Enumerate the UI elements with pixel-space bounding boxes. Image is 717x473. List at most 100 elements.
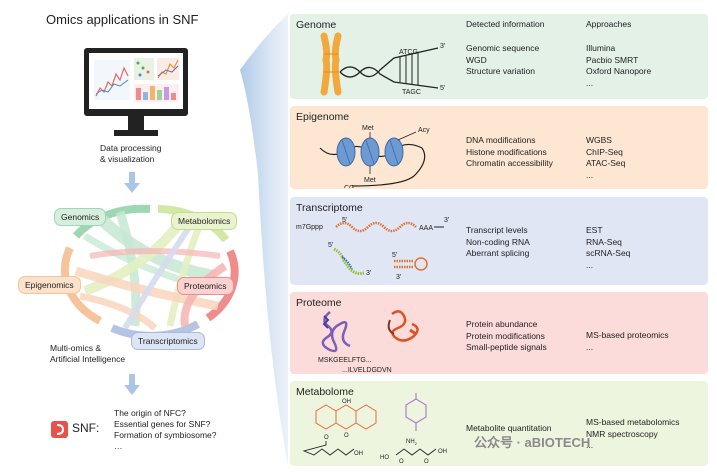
monitor-stand (128, 116, 144, 130)
met-bottom-label: Met (364, 177, 376, 184)
o-2-label: O (324, 435, 329, 441)
multi-omics-caption: Multi-omics & Artificial Intelligence (50, 343, 125, 365)
list-item: Aberrant splicing (466, 248, 530, 258)
list-item: Chromatin accessibility (466, 158, 553, 168)
dna-illustration: ATCG TAGC 3' 5' (320, 32, 445, 96)
five-prime-b-label: 5' (328, 242, 333, 249)
rna-illustration: m7Gppp 5' AAA 3' 5' 3' 5' 3' (296, 217, 449, 281)
nh2-label: NH2 (406, 439, 418, 446)
three-prime-b-label: 3' (366, 270, 371, 277)
question-list: The origin of NFC? Essential genes for S… (114, 408, 217, 452)
five-prime-c-label: 5' (392, 252, 397, 259)
watermark: 公众号 · aBIOTECH (474, 435, 591, 450)
list-item: Histone modifications (466, 146, 547, 157)
tag-metabolomics: Metabolomics (171, 212, 238, 230)
top-strand-label: ATCG (399, 49, 418, 56)
list-item: Structure variation (466, 66, 535, 76)
panel-epigenome: Epigenome Met Met Acy CG DNA modificatio… (290, 106, 708, 189)
list-item: EST (586, 225, 603, 235)
three-prime-a-label: 3' (444, 217, 449, 224)
list-item: Illumina (586, 43, 616, 53)
tag-proteomics: Proteomics (177, 277, 234, 295)
list-item: MS-based proteomics (586, 330, 669, 340)
page-title: Omics applications in SNF (46, 12, 199, 27)
list-item: Protein modifications (466, 330, 545, 341)
oh-2-label: OH (354, 451, 363, 457)
bottom-strand-label: TAGC (402, 89, 421, 96)
approaches-list: MS-based proteomics ... (586, 330, 669, 353)
list-item: scRNA-Seq (586, 248, 631, 258)
list-item: ... (586, 169, 594, 180)
sequence-2-label: ...ILVELDGDVN (342, 367, 392, 374)
monitor-caption-line2: & visualization (100, 154, 155, 164)
list-item: MS-based metabolomics (586, 417, 680, 427)
list-item: Small-peptide signals (466, 342, 547, 352)
list-item: ... (586, 77, 594, 88)
panel-genome: Genome Detected information Approaches A… (290, 14, 708, 99)
ho-label: HO (380, 455, 389, 461)
protein-illustration: MSKGEELFTG... ...ILVELDGDVN (318, 310, 419, 374)
tag-genomics: Genomics (54, 208, 107, 226)
snf-logo-icon (51, 421, 68, 438)
approaches-list: WGBS ChIP-Seq ATAC-Seq ... (586, 135, 625, 181)
detected-list: Protein abundance Protein modifications … (466, 319, 547, 354)
col-head-detected: Detected information (466, 19, 545, 29)
panel-metabolome: Metabolome OH O O OH HO NH2 O O OH Metab… (290, 381, 708, 466)
detected-list: DNA modifications Histone modifications … (466, 135, 553, 170)
list-item: Oxford Nanopore (586, 66, 652, 76)
list-item: Essential genes for SNF? (114, 419, 211, 429)
approaches-list: MS-based metabolomics NMR spectroscopy .… (586, 417, 680, 452)
list-item: The origin of NFC? (114, 408, 186, 418)
list-item: ... (586, 341, 594, 352)
list-item: NMR spectroscopy (586, 428, 658, 439)
panel-proteome: Proteome MSKGEELFTG... ...ILVELDGDVN Pro… (290, 292, 708, 374)
detected-list: Transcript levels Non-coding RNA Aberran… (466, 225, 530, 260)
monitor-caption: Data processing & visualization (100, 143, 161, 165)
panel-title: Proteome (296, 297, 342, 309)
o-3-label: O (399, 459, 404, 465)
detected-list: Genomic sequence WGD Structure variation (466, 43, 539, 78)
list-item: Genomic sequence (466, 43, 540, 53)
arrow-down-icon (124, 374, 140, 395)
detected-list: Metabolite quantitation (466, 423, 552, 435)
multi-caption-line1: Multi-omics & (50, 343, 102, 353)
cg-label: CG (344, 185, 355, 188)
list-item: RNA-Seq (586, 236, 622, 247)
polya-label: AAA (419, 225, 433, 232)
five-prime-a-label: 5' (342, 217, 347, 224)
list-item: DNA modifications (466, 135, 536, 145)
list-item: ... (586, 259, 594, 270)
panel-transcriptome: Transcriptome m7Gppp 5' AAA 3' 5' 3' 5' … (290, 197, 708, 285)
col-head-approaches: Approaches (586, 19, 632, 29)
list-item: Pacbio SMRT (586, 54, 639, 65)
monitor-illustration (84, 48, 188, 136)
three-prime-c-label: 3' (396, 274, 401, 281)
list-item: Formation of symbiosome? (114, 430, 217, 440)
list-item: Metabolite quantitation (466, 423, 552, 433)
list-item: WGBS (586, 135, 612, 145)
list-item: Transcript levels (466, 225, 528, 235)
list-item: … (114, 441, 123, 451)
multi-caption-line2: Artificial Intelligence (50, 354, 126, 364)
end-top-label: 3' (440, 43, 445, 50)
oh-3-label: OH (438, 449, 447, 455)
approaches-list: Illumina Pacbio SMRT Oxford Nanopore ... (586, 43, 651, 89)
metabolite-illustration: OH O O OH HO NH2 O O OH (302, 393, 447, 465)
connector-funnel (240, 14, 288, 466)
list-item: ATAC-Seq (586, 158, 626, 168)
snf-label: SNF: (72, 421, 100, 435)
list-item: Non-coding RNA (466, 236, 530, 247)
met-top-label: Met (362, 125, 374, 132)
end-bottom-label: 5' (440, 85, 445, 92)
approaches-list: EST RNA-Seq scRNA-Seq ... (586, 225, 630, 271)
monitor-caption-line1: Data processing (100, 143, 162, 153)
panel-title: Transcriptome (296, 202, 363, 214)
monitor-base (114, 130, 158, 136)
o-1-label: O (344, 433, 349, 439)
list-item: ... (586, 440, 594, 450)
arrow-down-icon (124, 172, 140, 193)
panel-title: Genome (296, 19, 337, 31)
acy-label: Acy (418, 127, 430, 134)
cap-label: m7Gppp (296, 224, 323, 231)
sequence-1-label: MSKGEELFTG... (318, 357, 372, 364)
